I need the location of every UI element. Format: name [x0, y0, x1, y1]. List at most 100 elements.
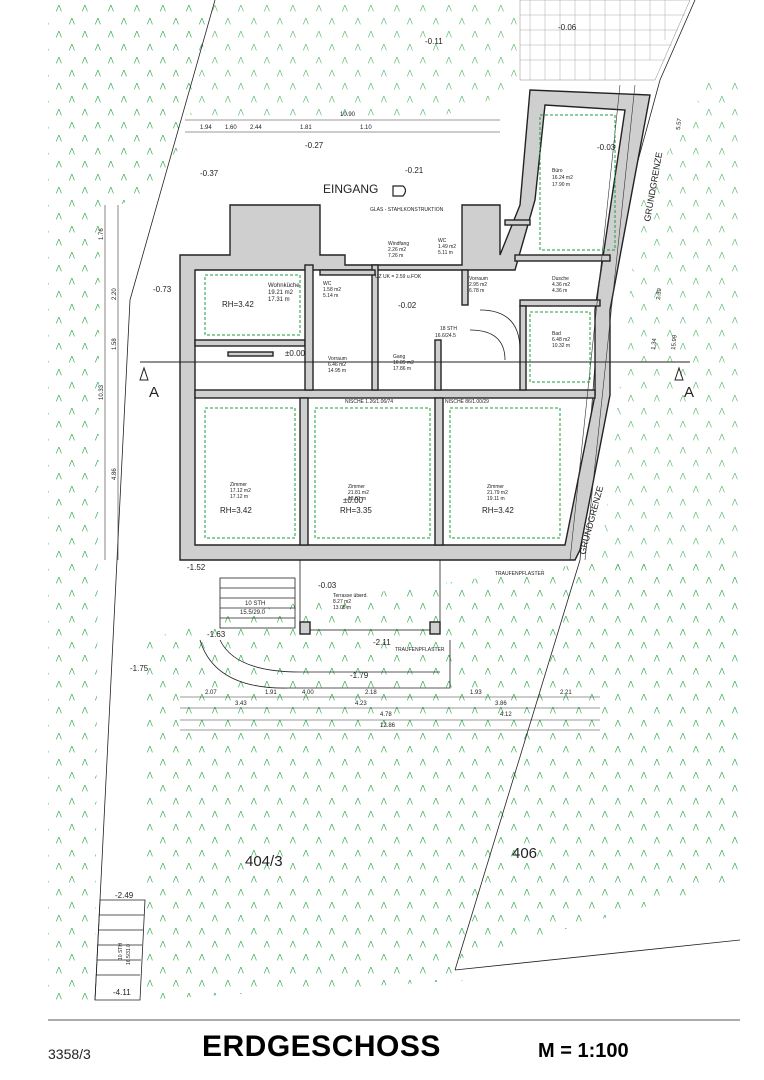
svg-text:4.12: 4.12: [500, 712, 512, 718]
svg-text:1.58 m2: 1.58 m2: [323, 287, 341, 293]
hatched-area: [519, 0, 691, 81]
svg-text:Gang: Gang: [393, 354, 405, 360]
svg-text:Wohnküche: Wohnküche: [268, 283, 300, 289]
svg-text:17.31 m: 17.31 m: [268, 297, 290, 303]
svg-text:-2.49: -2.49: [115, 891, 134, 900]
room-zimmer-center: Zimmer 21.81 m2 18.81 m: [348, 484, 369, 502]
svg-text:-0.21: -0.21: [405, 166, 424, 175]
parcel-reference: 3358/3: [48, 1046, 91, 1062]
svg-text:18 STH: 18 STH: [440, 326, 457, 332]
svg-text:-1.75: -1.75: [130, 664, 149, 673]
room-labels: Wohnküche 19.21 m2 17.31 m Windfang 2.26…: [230, 168, 573, 611]
section-mark-left: A: [149, 384, 159, 401]
svg-text:4.36 m: 4.36 m: [552, 288, 567, 294]
svg-text:-0.37: -0.37: [200, 169, 219, 178]
svg-text:4.00: 4.00: [302, 690, 314, 696]
room-zimmer-east: Zimmer 21.79 m2 19.11 m: [487, 484, 508, 502]
garden-path: [199, 639, 451, 689]
svg-text:WC: WC: [323, 281, 332, 287]
svg-text:Bad: Bad: [552, 331, 561, 337]
svg-text:15.5/29.0: 15.5/29.0: [240, 610, 266, 616]
svg-text:6.48 m2: 6.48 m2: [552, 337, 570, 343]
svg-text:±0.00: ±0.00: [285, 349, 306, 358]
svg-text:10.32 m: 10.32 m: [552, 343, 570, 349]
garden-area-east: [600, 80, 740, 570]
garden-area-west: [48, 0, 215, 1000]
svg-text:18.81 m: 18.81 m: [348, 496, 366, 502]
svg-text:1.58: 1.58: [112, 338, 118, 350]
svg-text:21.81 m2: 21.81 m2: [348, 490, 369, 496]
svg-text:WC: WC: [438, 238, 447, 244]
svg-text:-0.27: -0.27: [305, 141, 324, 150]
room-wohnkueche: Wohnküche 19.21 m2 17.31 m: [268, 283, 300, 303]
svg-text:Büro: Büro: [552, 168, 563, 174]
svg-text:7.26 m: 7.26 m: [388, 253, 403, 259]
svg-text:Terrasse überd.: Terrasse überd.: [333, 593, 368, 599]
svg-text:-1.79: -1.79: [350, 671, 369, 680]
dimension-texts: 10.90 2.44 1.81 1.10 1.60 1.94 2.07 1.91…: [99, 112, 683, 729]
room-wc-1: WC 1.49 m2 5.11 m: [438, 238, 456, 256]
room-terrasse: Terrasse überd. 8.27 m2 13.08 m: [333, 593, 368, 611]
svg-text:-0.03: -0.03: [318, 581, 337, 590]
room-windfang: Windfang 2.26 m2 7.26 m: [388, 241, 409, 259]
drawing-title: ERDGESCHOSS: [202, 1030, 441, 1063]
svg-text:NISCHE 1.26/1.06/74: NISCHE 1.26/1.06/74: [345, 399, 393, 405]
svg-text:Vorraum: Vorraum: [469, 276, 488, 282]
svg-text:1.10: 1.10: [360, 125, 372, 131]
room-height-label: RH=3.42: [220, 506, 252, 515]
svg-text:Zimmer: Zimmer: [230, 482, 247, 488]
svg-text:4.86: 4.86: [112, 468, 118, 480]
svg-text:16.6/24.5: 16.6/24.5: [435, 333, 456, 339]
terrace: [299, 559, 441, 635]
annotations: 18 STH 16.6/24.5 10 STH 15.5/29.0 GLAS -…: [118, 207, 545, 965]
svg-text:17.12 m: 17.12 m: [230, 494, 248, 500]
property-boundary-line: [94, 0, 216, 1001]
svg-text:±0.00: ±0.00: [343, 496, 364, 505]
room-height-label: RH=3.42: [222, 300, 254, 309]
garden-area-north: [190, 0, 520, 120]
svg-text:14.95 m: 14.95 m: [328, 368, 346, 374]
svg-text:1.81: 1.81: [300, 125, 312, 131]
svg-text:16.5/31.0: 16.5/31.0: [126, 944, 132, 965]
drawing-scale: M = 1:100: [538, 1040, 629, 1062]
svg-text:UZ UK = 2.59 u.FOK: UZ UK = 2.59 u.FOK: [375, 274, 422, 280]
svg-text:TRAUFENPFLASTER: TRAUFENPFLASTER: [395, 647, 445, 653]
svg-text:21.79 m2: 21.79 m2: [487, 490, 508, 496]
svg-text:5.57: 5.57: [676, 117, 683, 130]
svg-text:10 STH: 10 STH: [245, 601, 265, 607]
svg-text:1.49 m2: 1.49 m2: [438, 244, 456, 250]
svg-text:-0.02: -0.02: [398, 301, 417, 310]
svg-text:12.86: 12.86: [380, 723, 396, 729]
hatch-lines: [520, 0, 685, 80]
svg-text:TRAUFENPFLASTER: TRAUFENPFLASTER: [495, 571, 545, 577]
svg-text:Windfang: Windfang: [388, 241, 409, 247]
svg-text:15.99: 15.99: [671, 334, 679, 350]
room-gang: Gang 10.89 m2 17.86 m: [393, 354, 414, 372]
svg-text:2.21: 2.21: [560, 690, 572, 696]
room-buero: Büro 16.24 m2 17.90 m: [552, 168, 573, 188]
room-height-label: RH=3.42: [482, 506, 514, 515]
svg-text:4.23: 4.23: [355, 701, 367, 707]
svg-text:17.86 m: 17.86 m: [393, 366, 411, 372]
svg-text:3.43: 3.43: [235, 701, 247, 707]
entrance-label: EINGANG: [323, 182, 378, 196]
section-arrow-left: [139, 366, 149, 381]
svg-text:-1.63: -1.63: [207, 630, 226, 639]
svg-text:1.34: 1.34: [651, 337, 658, 350]
svg-text:1.93: 1.93: [470, 690, 482, 696]
svg-text:-0.03: -0.03: [597, 143, 616, 152]
svg-text:8.27 m2: 8.27 m2: [333, 599, 351, 605]
svg-text:1.60: 1.60: [225, 125, 237, 131]
room-zimmer-west: Zimmer 17.12 m2 17.12 m: [230, 482, 251, 500]
svg-text:2.39: 2.39: [656, 287, 663, 300]
room-wc-2: WC 1.58 m2 5.14 m: [323, 281, 341, 299]
svg-text:10 STH: 10 STH: [118, 943, 124, 960]
svg-text:-0.73: -0.73: [153, 285, 172, 294]
svg-text:10.33: 10.33: [99, 384, 105, 400]
garden-path-inner: [219, 639, 440, 673]
svg-text:-0.11: -0.11: [425, 37, 443, 46]
svg-text:6.46 m2: 6.46 m2: [328, 362, 346, 368]
level-markers: -0.11 -0.27 -0.37 -0.21 -0.06 -0.03 -0.7…: [113, 23, 616, 997]
interior-stair: [469, 309, 521, 385]
svg-text:2.07: 2.07: [205, 690, 217, 696]
